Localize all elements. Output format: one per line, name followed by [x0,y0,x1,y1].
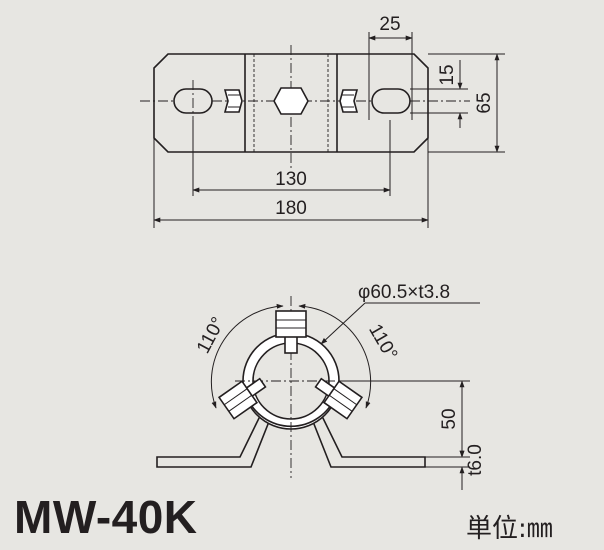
unit-label: 単位:㎜ [466,514,553,544]
dim-overall-length: 180 [275,198,307,219]
angle-left-label: 110° [193,314,229,357]
angle-arc-right [298,303,372,409]
right-slot [371,88,411,114]
top-nut [275,310,307,338]
dim-thickness: t6.0 [465,444,486,476]
plate-outline [153,53,429,153]
front-view: 110° 110° φ60.5×t3.8 50 t6.0 [156,282,486,490]
center-hex-nut [273,87,309,115]
dim-slot-pitch: 25 [379,14,400,35]
top-bolt-shank [284,335,298,354]
dim-height: 65 [474,92,495,113]
dim-bolt-span: 130 [275,169,307,190]
pipe-spec-label: φ60.5×t3.8 [358,282,450,303]
dim-slot-width: 15 [437,64,458,85]
model-name: MW-40K [14,491,198,543]
right-side-nut [339,89,359,113]
dim-front-height: 50 [439,408,460,429]
pipe-spec-leader [320,302,366,345]
bracket-plate [156,411,274,468]
top-view: 25 15 65 130 180 [140,14,505,228]
angle-right-label: 110° [364,321,401,364]
left-side-nut [223,89,243,113]
angle-arc-left [210,303,284,409]
